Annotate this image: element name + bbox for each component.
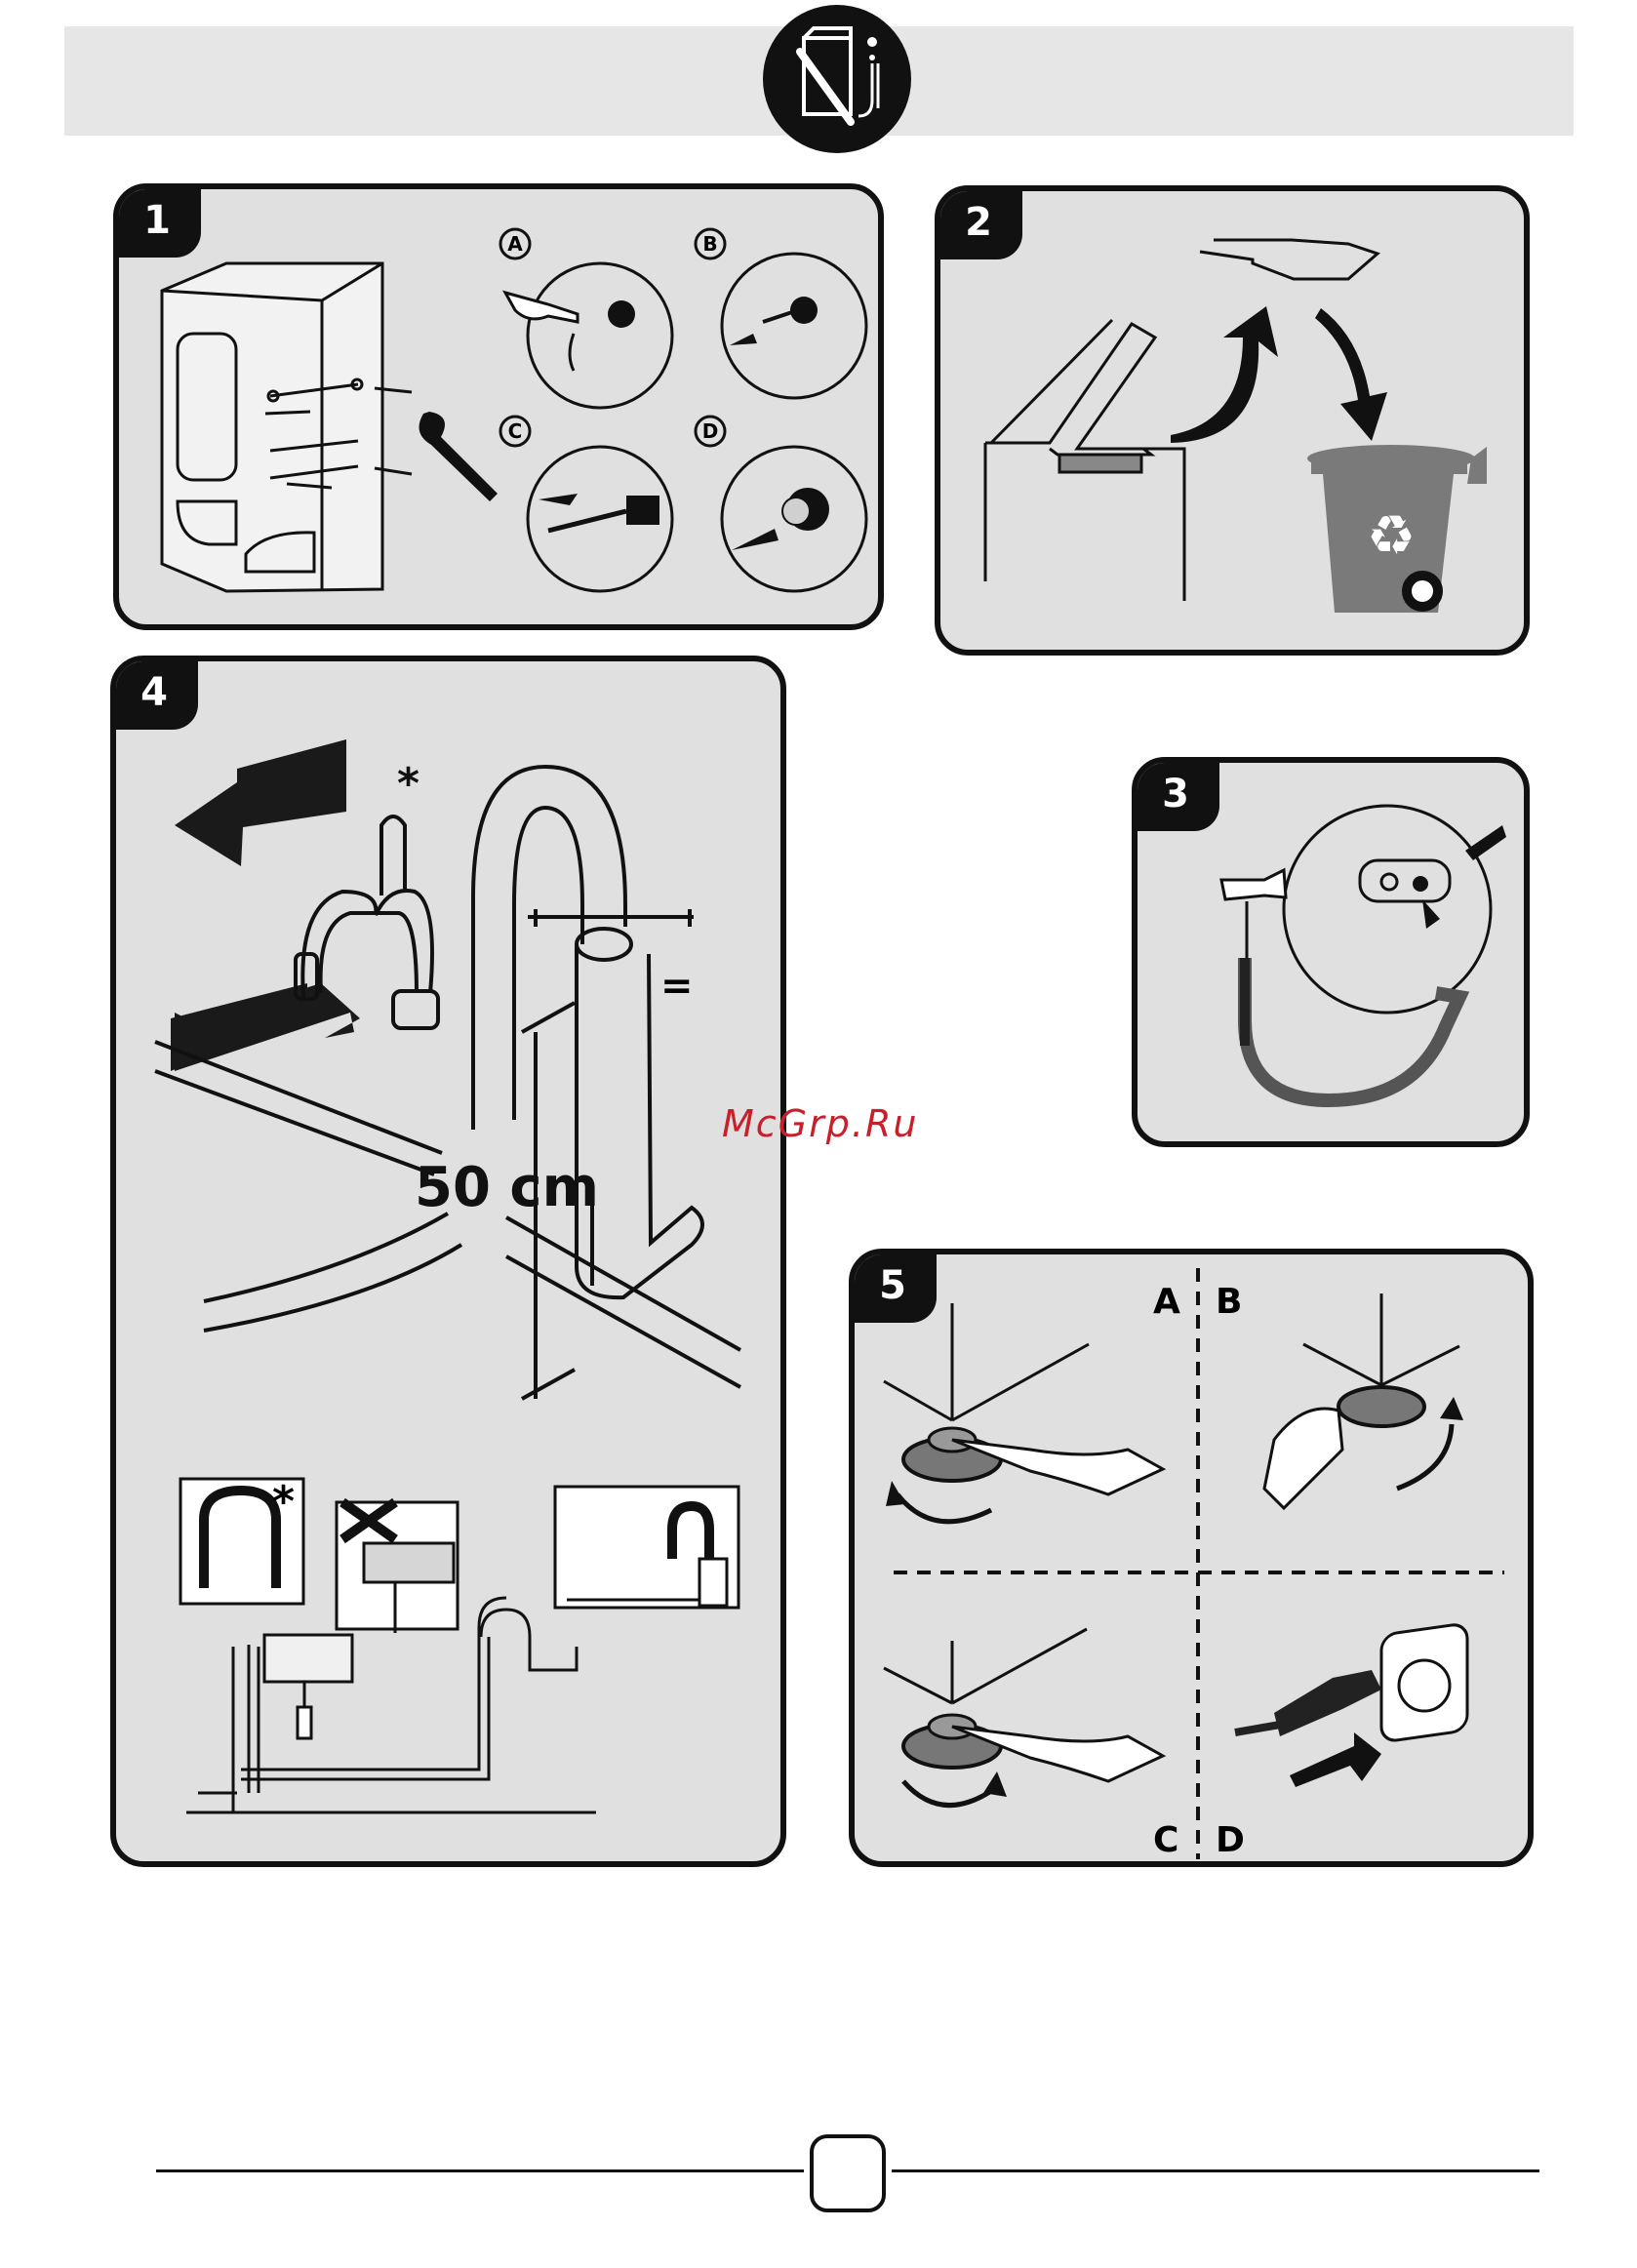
installation-icon (761, 3, 913, 155)
panel-4: 4 * = 50 cm (110, 656, 786, 1867)
panel-2: 2 ♻ (935, 185, 1530, 656)
height-label: 50 cm (415, 1156, 599, 1219)
footer-line-left (156, 2169, 804, 2172)
panel-5: 5 A B C D (849, 1249, 1534, 1867)
callout-d: D (702, 419, 719, 443)
callout-b: B (702, 232, 717, 256)
remove-packaging-illustration: ♻ (940, 191, 1530, 656)
callout-c: C (508, 419, 523, 443)
quadrant-c-label: C (1153, 1820, 1178, 1860)
asterisk-mark-small: * (272, 1477, 295, 1527)
callout-a: A (507, 232, 523, 256)
footer-line-right (892, 2169, 1539, 2172)
panel-1: 1 (113, 183, 884, 630)
page-number-box (810, 2134, 886, 2212)
inlet-hose-illustration (1138, 763, 1530, 1147)
transport-bolts-illustration: A B C D (119, 189, 884, 630)
equal-mark: = (660, 964, 694, 1009)
quadrant-b-label: B (1216, 1282, 1242, 1322)
quadrant-a-label: A (1153, 1282, 1180, 1322)
watermark: McGrp.Ru (722, 1102, 918, 1145)
panel-3: 3 (1132, 757, 1530, 1147)
asterisk-mark: * (397, 759, 419, 809)
quadrant-d-label: D (1216, 1820, 1245, 1860)
leveling-feet-illustration: A B C D (855, 1254, 1534, 1867)
drain-hose-illustration: * = 50 cm (116, 661, 786, 1867)
recycle-icon: ♻ (1367, 504, 1416, 568)
